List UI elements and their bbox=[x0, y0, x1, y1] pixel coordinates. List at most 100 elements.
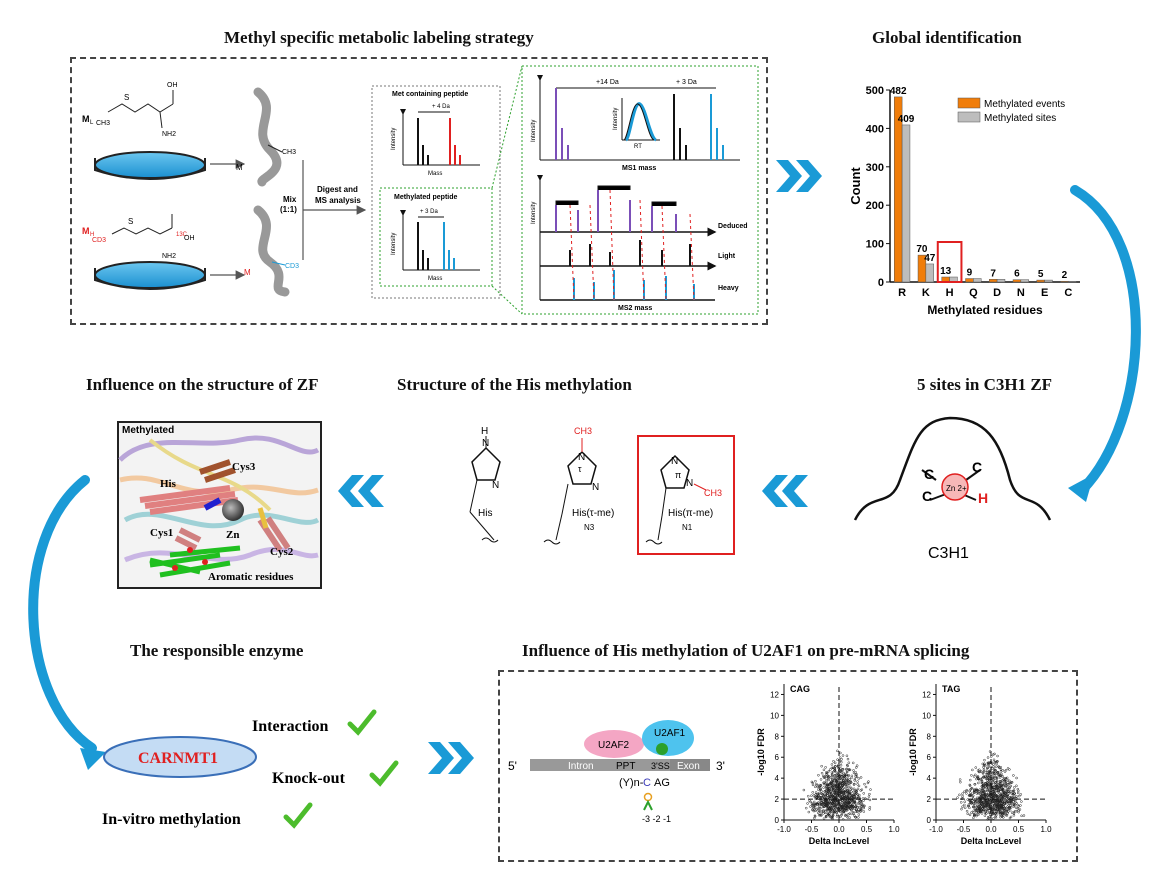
volcano-point bbox=[972, 775, 976, 778]
volcano-point bbox=[981, 762, 985, 766]
volcano-point bbox=[969, 793, 973, 797]
volcano-point bbox=[857, 777, 861, 780]
legend-label-0: Methylated events bbox=[984, 99, 1065, 110]
oh-label-2: OH bbox=[184, 235, 195, 242]
volcano-point bbox=[832, 778, 836, 782]
volcano-point bbox=[963, 806, 967, 810]
volcano-point bbox=[1002, 808, 1006, 812]
volcano-point bbox=[841, 818, 845, 821]
volcano-point bbox=[842, 779, 845, 782]
volcano-point bbox=[825, 780, 828, 784]
volcano-point bbox=[831, 817, 834, 820]
plus4-label: + 4 Da bbox=[432, 104, 451, 110]
intensity-label-2: Intensity bbox=[391, 233, 397, 255]
volcano-point bbox=[815, 784, 818, 787]
bar-value-label: 482 bbox=[890, 86, 907, 97]
volcano-point bbox=[853, 777, 857, 781]
volcano-point bbox=[829, 768, 832, 771]
bar-value-label: 7 bbox=[990, 268, 996, 279]
intensity-label-4: Intensity bbox=[531, 202, 537, 224]
volcano-point bbox=[1010, 781, 1013, 784]
sites-title: 5 sites in C3H1 ZF bbox=[917, 375, 1053, 394]
global-title: Global identification bbox=[872, 28, 1022, 47]
mass-label-1: Mass bbox=[428, 171, 442, 177]
volcano-point bbox=[961, 792, 964, 795]
m-light-sub: L bbox=[90, 120, 94, 126]
digest-label-1: Digest and bbox=[317, 185, 358, 194]
volcano-point bbox=[1003, 778, 1007, 782]
ch3-protein-label: CH3 bbox=[282, 149, 296, 156]
volcano-point bbox=[1008, 781, 1011, 785]
volcano-point bbox=[987, 761, 990, 765]
volcano-point bbox=[823, 804, 827, 807]
volcano-point bbox=[819, 813, 823, 816]
invitro-label: In-vitro methylation bbox=[102, 811, 241, 828]
volcano-point bbox=[960, 807, 963, 811]
volcano-point bbox=[992, 801, 995, 805]
volcano-point bbox=[854, 773, 857, 777]
volcano-point bbox=[836, 772, 839, 775]
volcano-point bbox=[830, 766, 834, 770]
volcano-point bbox=[980, 777, 984, 780]
volcano-point bbox=[979, 770, 983, 773]
volcano-point bbox=[809, 805, 812, 808]
volcano-point bbox=[982, 768, 986, 771]
chevron-left-2 bbox=[338, 475, 384, 507]
volcano-point bbox=[854, 789, 858, 792]
volcano-point bbox=[846, 792, 849, 795]
volcano-point bbox=[988, 811, 992, 815]
volcano-point bbox=[981, 791, 984, 795]
volcano-point bbox=[995, 784, 998, 788]
bar-value-label: 409 bbox=[898, 114, 915, 125]
volcano-point bbox=[833, 773, 837, 777]
x-axis-label: Methylated residues bbox=[927, 303, 1043, 317]
volcano-point bbox=[824, 814, 828, 818]
oh-label-1: OH bbox=[167, 82, 178, 89]
m-heavy-label: M bbox=[82, 226, 90, 236]
bar-value-label: 70 bbox=[916, 244, 928, 255]
volcano-point bbox=[961, 794, 964, 798]
volcano-point bbox=[1000, 784, 1004, 787]
volcano-point bbox=[830, 771, 834, 774]
volcano-point bbox=[998, 782, 1002, 785]
zf-structure-image: Methylated Cys3 His Zn Cys1 Cys2 Aromati… bbox=[117, 421, 322, 589]
volcano-point bbox=[852, 790, 855, 794]
ms1-spectrum: Intensity MS1 mass +14 Da + 3 Da Intensi… bbox=[531, 75, 740, 172]
volcano-point bbox=[1001, 787, 1004, 790]
volcano-point bbox=[987, 802, 991, 806]
volcano-point bbox=[849, 780, 852, 783]
digest-label-2: MS analysis bbox=[315, 196, 361, 205]
volcano-point bbox=[995, 760, 999, 763]
volcano-point bbox=[854, 766, 858, 769]
volcano-point bbox=[839, 815, 842, 819]
volcano-point bbox=[995, 784, 998, 788]
volcano-x-tick-label: 1.0 bbox=[888, 825, 900, 834]
volcano-point bbox=[834, 806, 837, 810]
volcano-point bbox=[814, 791, 818, 794]
volcano-y-tick-label: 12 bbox=[922, 690, 931, 699]
his1-h-label: H bbox=[481, 426, 488, 437]
volcano-point bbox=[846, 757, 850, 761]
volcano-point bbox=[1007, 792, 1011, 795]
volcano-point bbox=[985, 812, 988, 815]
volcano-point bbox=[973, 798, 977, 802]
volcano-point bbox=[1012, 789, 1015, 793]
volcano-point bbox=[1002, 807, 1005, 811]
light-protein: M CH3 bbox=[236, 87, 296, 187]
volcano-point bbox=[965, 809, 969, 813]
volcano-point bbox=[1022, 814, 1026, 817]
his1-n1-label: N bbox=[482, 438, 489, 449]
volcano-point bbox=[996, 802, 1000, 806]
sulfur-label-2: S bbox=[128, 217, 133, 226]
chevron-right-1 bbox=[776, 160, 822, 192]
volcano-point bbox=[819, 787, 822, 791]
ss-label: 3'SS bbox=[651, 761, 670, 771]
met-peptide-spectrum: Met containing peptide Intensity Mass + … bbox=[391, 91, 480, 177]
volcano-point bbox=[968, 789, 971, 793]
volcano-point bbox=[845, 781, 849, 784]
volcano-point bbox=[845, 804, 849, 808]
volcano-point bbox=[985, 772, 989, 776]
volcano-point bbox=[992, 817, 995, 820]
heavy-label: Heavy bbox=[718, 285, 739, 292]
five-prime-label: 5' bbox=[508, 759, 517, 773]
